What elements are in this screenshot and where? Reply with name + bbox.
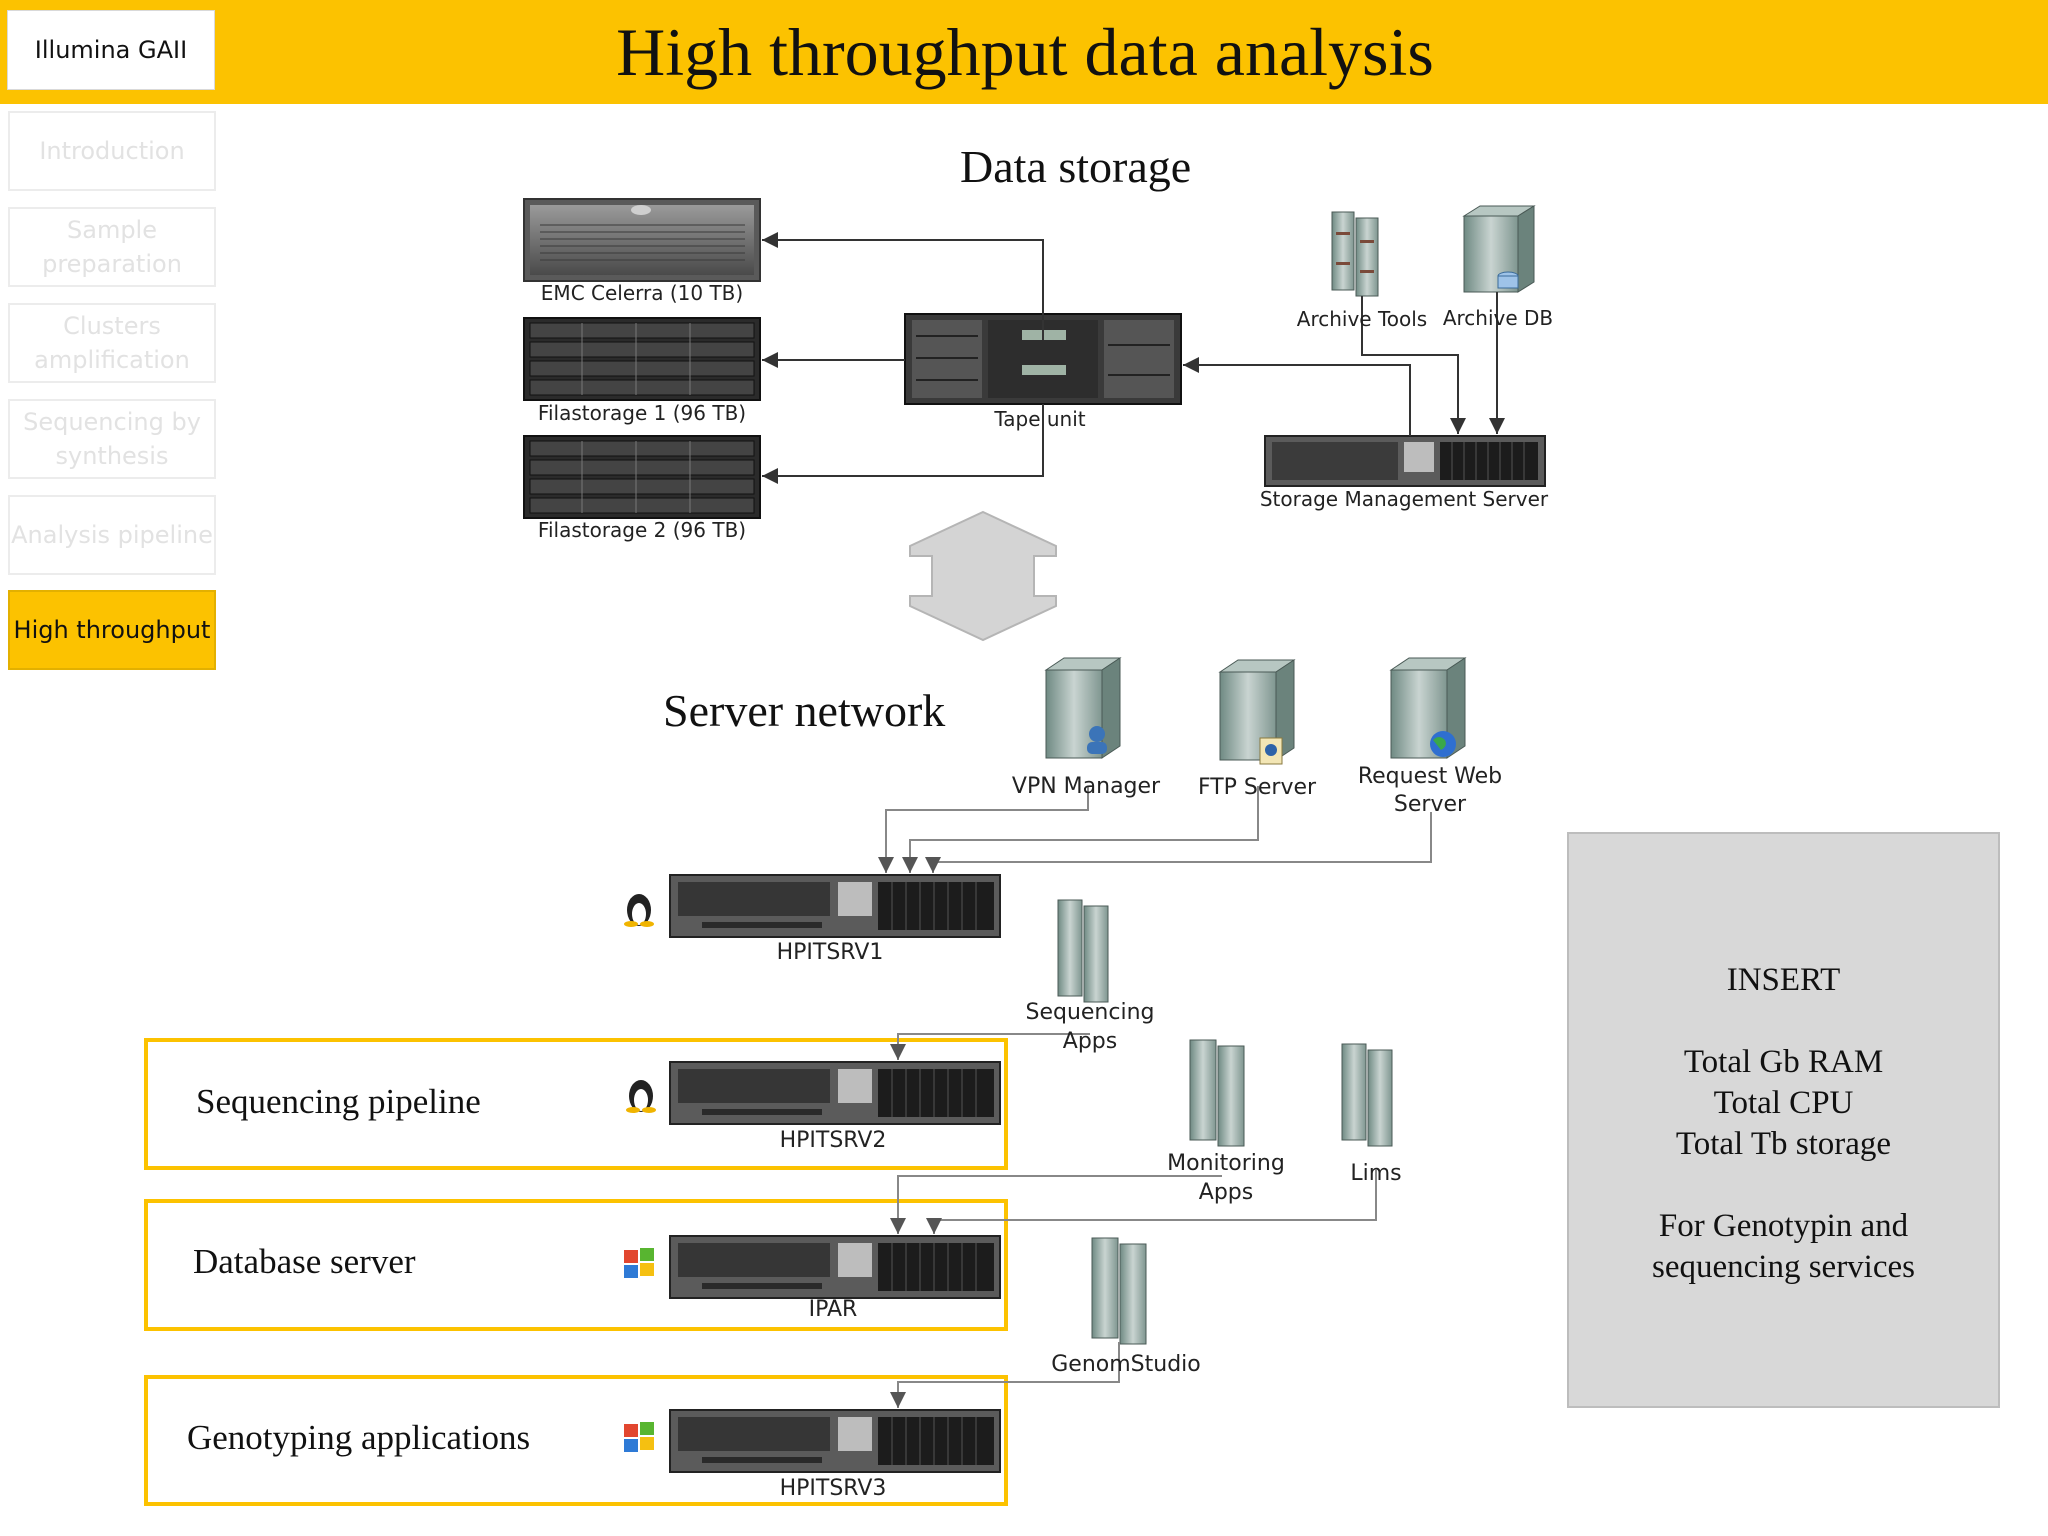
insert-services-line2: sequencing services: [1652, 1249, 1915, 1285]
filastorage-2-label: Filastorage 2 (96 TB): [537, 518, 747, 542]
highlight-box-genotyping-applications: [144, 1375, 1008, 1506]
insert-total-ram: Total Gb RAM: [1683, 1044, 1884, 1080]
insert-total-storage: Total Tb storage: [1675, 1126, 1892, 1162]
double-arrow-icon: [909, 510, 1057, 642]
vpn-manager-label: VPN Manager: [1011, 774, 1161, 799]
hpitsrv3-server-icon: [669, 1409, 1001, 1473]
filastorage-1-label: Filastorage 1 (96 TB): [537, 401, 747, 425]
insert-total-cpu: Total CPU: [1713, 1085, 1854, 1121]
emc-celerra-label: EMC Celerra (10 TB): [540, 281, 744, 305]
insert-panel: INSERT Total Gb RAM Total CPU Total Tb s…: [1567, 832, 2000, 1408]
storage-connectors: [762, 232, 1505, 484]
monitoring-apps-icon: [1189, 1039, 1245, 1147]
hpitsrv2-label: HPITSRV2: [779, 1128, 887, 1153]
server-network-title: Server network: [663, 685, 946, 736]
nav-item-sequencing-by-synthesis[interactable]: Sequencing by synthesis: [8, 399, 216, 479]
archive-db-icon: [1462, 205, 1536, 293]
archive-db-label: Archive DB: [1442, 306, 1554, 330]
filastorage-2-icon: [523, 435, 761, 519]
hpitsrv3-label: HPITSRV3: [779, 1476, 887, 1501]
insert-services-line1: For Genotypin and: [1658, 1208, 1909, 1244]
hpitsrv1-label: HPITSRV1: [776, 940, 884, 965]
nav-item-analysis-pipeline[interactable]: Analysis pipeline: [8, 495, 216, 575]
request-web-server-icon: [1389, 657, 1467, 759]
network-connectors: [878, 786, 1432, 1408]
request-web-server-label: Request Web Server: [1357, 764, 1503, 817]
ipar-label: IPAR: [808, 1297, 858, 1322]
emc-celerra-storage-icon: [523, 198, 761, 282]
tape-unit-icon: [904, 313, 1182, 405]
filastorage-1-icon: [523, 317, 761, 401]
database-server-label: Database server: [193, 1242, 416, 1281]
sequencing-pipeline-label: Sequencing pipeline: [196, 1082, 481, 1121]
monitoring-apps-label: Monitoring Apps: [1167, 1151, 1285, 1205]
linux-penguin-icon: [624, 894, 654, 927]
nav-item-clusters-amplification[interactable]: Clusters amplification: [8, 303, 216, 383]
windows-logo-icon: [624, 1248, 654, 1278]
storage-management-server-icon: [1264, 435, 1546, 487]
genomstudio-icon: [1091, 1237, 1147, 1345]
brand-label: Illumina GAII: [7, 10, 215, 90]
ftp-server-label: FTP Server: [1197, 775, 1317, 800]
sequencing-apps-label: Sequencing Apps: [1025, 1000, 1155, 1054]
lims-label: Lims: [1350, 1161, 1402, 1186]
nav-item-high-throughput[interactable]: High throughput: [8, 590, 216, 670]
archive-tools-label: Archive Tools: [1296, 307, 1428, 331]
page-title: High throughput data analysis: [616, 13, 1434, 90]
data-storage-title: Data storage: [960, 141, 1192, 192]
storage-management-server-label: Storage Management Server: [1259, 487, 1549, 511]
archive-tools-icon: [1331, 211, 1379, 297]
vpn-manager-server-icon: [1044, 657, 1122, 759]
highlight-box-database-server: [144, 1199, 1008, 1331]
nav-item-introduction[interactable]: Introduction: [8, 111, 216, 191]
linux-penguin-icon: [626, 1080, 656, 1113]
sequencing-apps-icon: [1057, 899, 1109, 1003]
tape-unit-label: Tape unit: [994, 407, 1086, 431]
lims-icon: [1341, 1043, 1393, 1147]
nav-item-sample-preparation[interactable]: Sample preparation: [8, 207, 216, 287]
genomstudio-label: GenomStudio: [1051, 1352, 1201, 1377]
ftp-server-icon: [1218, 659, 1296, 765]
insert-heading: INSERT: [1726, 962, 1841, 998]
hpitsrv2-server-icon: [669, 1061, 1001, 1125]
ipar-server-icon: [669, 1235, 1001, 1299]
windows-logo-icon: [624, 1422, 654, 1452]
highlight-box-sequencing-pipeline: [144, 1038, 1008, 1170]
genotyping-applications-label: Genotyping applications: [187, 1418, 531, 1457]
header-bar: [0, 0, 2048, 104]
hpitsrv1-server-icon: [669, 874, 1001, 938]
